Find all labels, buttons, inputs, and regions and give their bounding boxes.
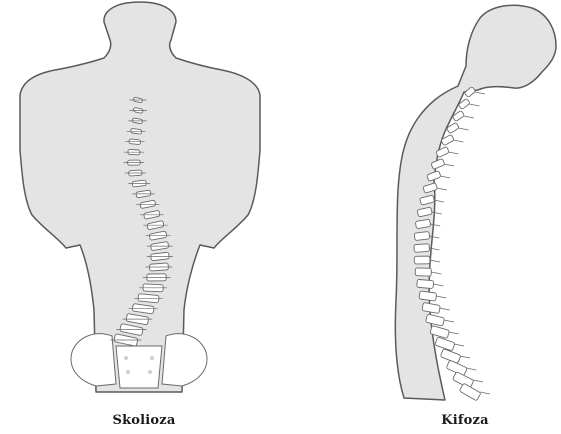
- side-view-body-silhouette: [395, 5, 556, 400]
- vertebra-process: [453, 140, 463, 142]
- vertebra: [414, 256, 430, 264]
- vertebra-process: [433, 284, 443, 286]
- vertebra-process: [475, 92, 485, 94]
- vertebra-process: [473, 380, 483, 382]
- vertebra-process: [464, 116, 474, 118]
- scoliosis-panel: [20, 2, 260, 392]
- vertebra-process: [469, 104, 479, 106]
- vertebra: [419, 291, 437, 301]
- vertebra-process: [449, 332, 459, 334]
- vertebra-process: [459, 128, 469, 130]
- vertebra-process: [430, 260, 440, 262]
- vertebra-process: [431, 272, 441, 274]
- vertebra-process: [440, 308, 450, 310]
- vertebra-process: [480, 392, 490, 394]
- vertebra: [414, 244, 430, 253]
- vertebra: [415, 268, 431, 276]
- vertebra-process: [437, 188, 447, 190]
- vertebra-process: [466, 368, 476, 370]
- vertebra: [414, 231, 430, 240]
- vertebra: [417, 279, 434, 288]
- vertebra-process: [444, 164, 454, 166]
- vertebra-process: [444, 320, 454, 322]
- vertebra-process: [440, 176, 450, 178]
- kyphosis-caption: Kifoza: [405, 413, 525, 428]
- kyphosis-panel: [395, 5, 556, 401]
- vertebra-process: [434, 200, 444, 202]
- vertebra-process: [449, 152, 459, 154]
- vertebra-process: [454, 344, 464, 346]
- vertebra-process: [436, 296, 446, 298]
- scoliosis-caption: Skolioza: [84, 413, 204, 428]
- vertebra-process: [460, 356, 470, 358]
